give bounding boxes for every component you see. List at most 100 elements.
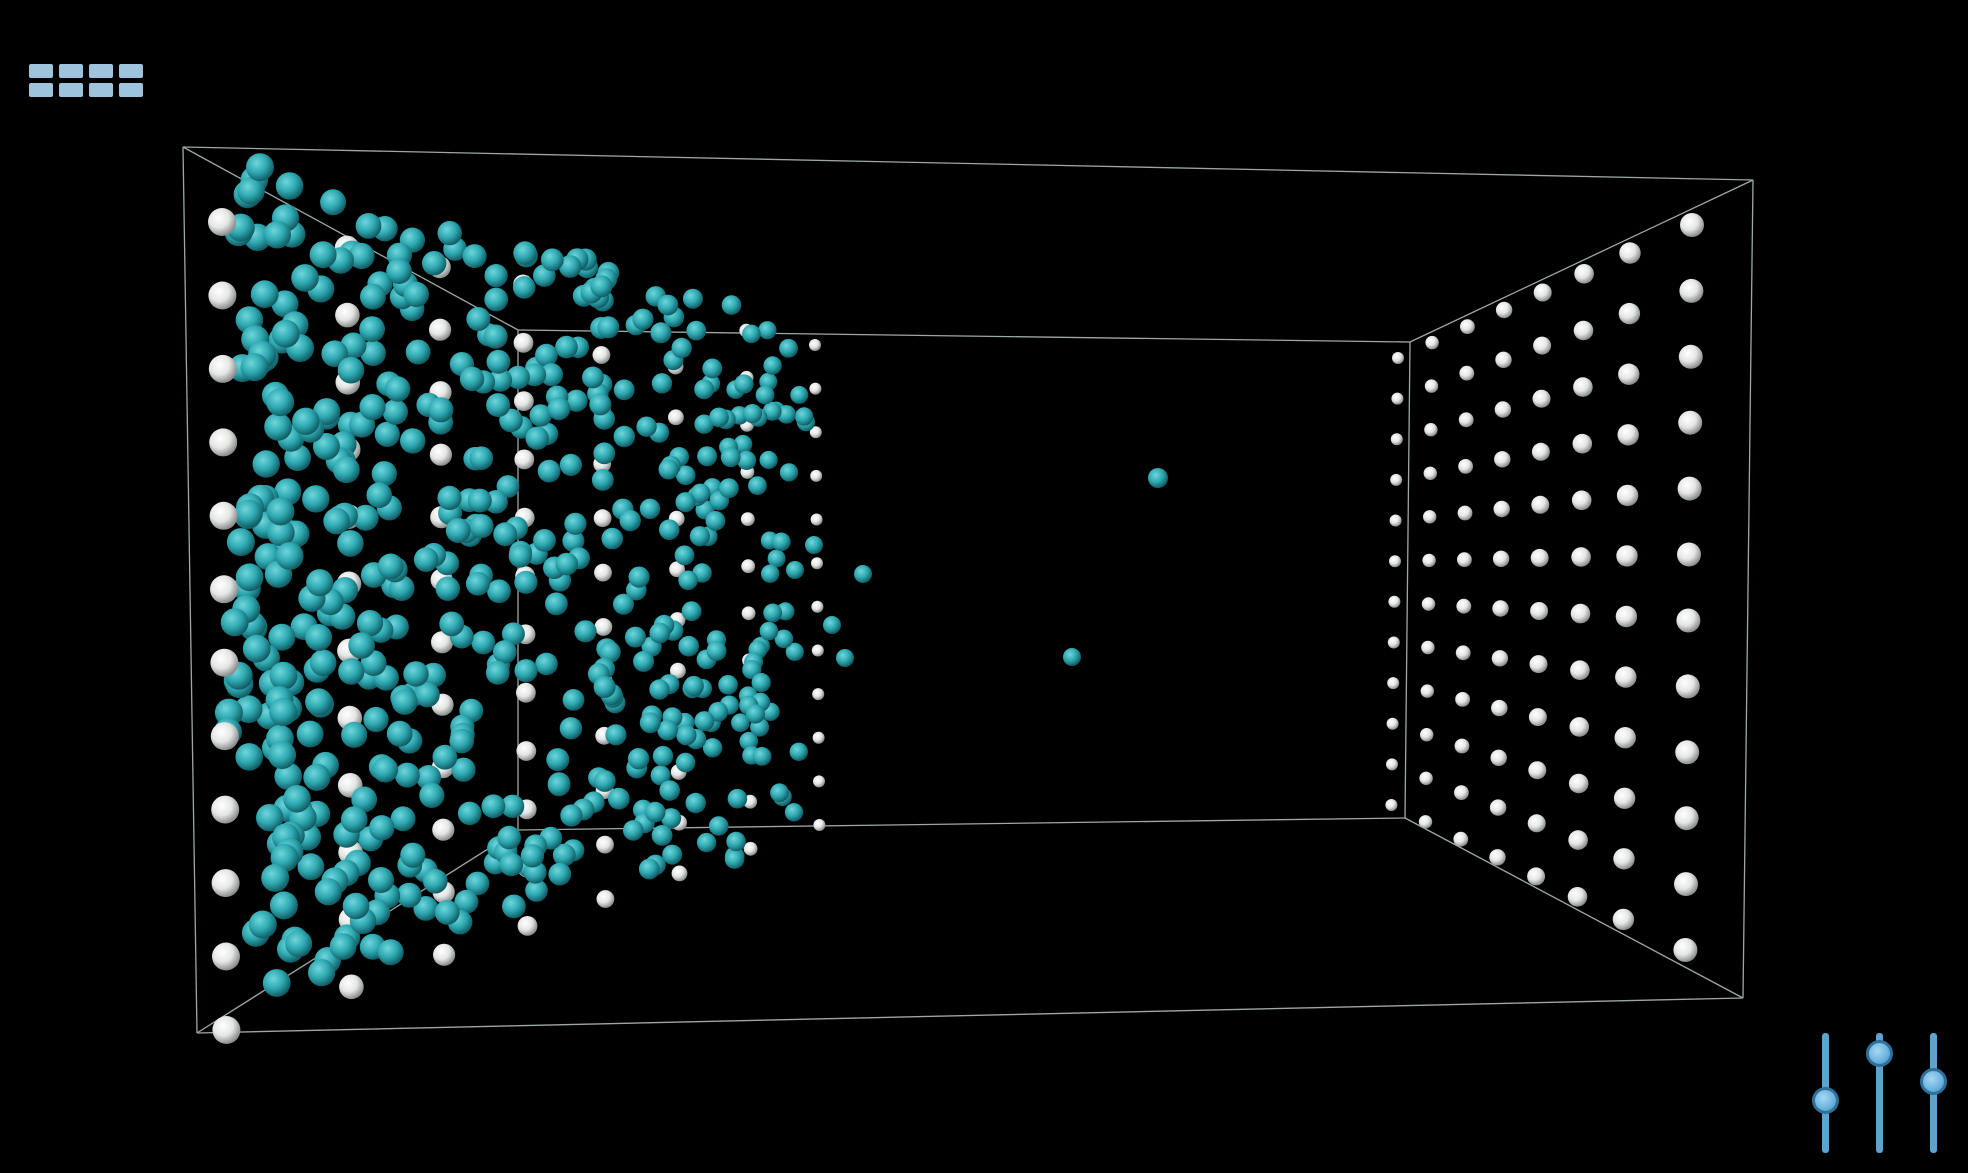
fluid-atom — [457, 801, 482, 826]
fluid-atom — [742, 324, 761, 344]
fluid-atom — [338, 658, 365, 685]
grid-menu-icon-cell — [119, 83, 143, 97]
wall-atom — [1457, 552, 1472, 567]
wall-atom — [1489, 799, 1507, 816]
slider-controls — [1800, 1025, 1968, 1173]
fluid-atom — [694, 711, 715, 732]
wall-atom — [741, 606, 756, 621]
wall-atom — [1616, 484, 1639, 507]
fluid-atom — [512, 276, 536, 299]
wall-atom — [1389, 514, 1402, 527]
fluid-atom — [497, 825, 521, 850]
fluid-atom — [413, 547, 439, 572]
slider-knob[interactable] — [1866, 1040, 1893, 1068]
wall-atom — [811, 600, 824, 613]
wall-atom — [1570, 603, 1591, 624]
fluid-atom — [485, 660, 510, 685]
fluid-atom — [252, 450, 280, 478]
fluid-atom — [308, 959, 336, 987]
wall-atom — [809, 382, 822, 395]
wall-atom — [1423, 510, 1437, 524]
wall-atom — [809, 339, 821, 351]
fluid-atom — [302, 485, 330, 513]
fluid-atom — [525, 426, 549, 450]
fluid-atom — [337, 356, 365, 384]
fluid-atom — [329, 933, 357, 960]
fluid-atom — [341, 806, 368, 833]
fluid-atom — [403, 281, 429, 308]
fluid-atom — [488, 368, 513, 392]
fluid-atom — [689, 526, 711, 547]
fluid-atom — [520, 844, 545, 868]
fluid-atom — [305, 688, 333, 716]
wall-atom — [1615, 605, 1638, 628]
slider-3[interactable] — [1914, 1029, 1954, 1153]
slider-1[interactable] — [1806, 1029, 1846, 1153]
fluid-atom — [403, 661, 429, 687]
fluid-atom — [779, 338, 798, 358]
fluid-atom — [739, 731, 759, 751]
wall-atom — [1495, 351, 1512, 368]
slider-2[interactable] — [1860, 1029, 1900, 1153]
fluid-atom — [720, 447, 741, 468]
wall-atom — [1528, 708, 1547, 727]
fluid-atom — [613, 379, 635, 401]
wall-atom — [1489, 849, 1506, 866]
wall-atom — [210, 648, 239, 677]
fluid-atom — [386, 720, 413, 747]
wall-atom — [1675, 674, 1700, 699]
wall-atom — [1569, 717, 1590, 737]
fluid-atom — [697, 446, 718, 467]
wall-atom — [1455, 645, 1471, 661]
slider-knob[interactable] — [1920, 1068, 1947, 1096]
fluid-atom — [423, 868, 448, 894]
wall-atom — [1527, 814, 1546, 833]
fluid-atom — [777, 405, 796, 424]
fluid-atom — [686, 320, 707, 341]
wall-atom — [339, 974, 364, 1000]
fluid-atom — [657, 719, 678, 741]
fluid-atom — [651, 373, 673, 394]
fluid-atom — [718, 675, 738, 695]
wall-atom — [210, 722, 239, 751]
fluid-atom — [296, 720, 324, 748]
fluid-atom — [369, 815, 395, 841]
fluid-atom — [628, 566, 650, 588]
fluid-atom — [726, 831, 746, 852]
fluid-atom — [514, 659, 538, 683]
fluid-atom — [313, 398, 341, 426]
wall-atom — [1574, 264, 1594, 284]
wall-atom — [1386, 717, 1399, 730]
fluid-atom — [671, 337, 692, 359]
slider-knob[interactable] — [1812, 1086, 1839, 1114]
fluid-atom — [690, 483, 711, 504]
wall-atom — [208, 354, 237, 383]
box-edge — [1742, 179, 1754, 999]
wall-atom — [1679, 278, 1704, 303]
fluid-atom — [242, 634, 271, 663]
fluid-atom — [681, 601, 702, 622]
wall-atom — [1424, 379, 1439, 393]
fluid-atom — [574, 620, 597, 643]
wall-atom — [1530, 602, 1549, 620]
fluid-atom — [262, 969, 291, 997]
fluid-atom — [763, 603, 783, 623]
fluid-atom — [275, 542, 304, 570]
wall-atom — [1678, 410, 1703, 435]
fluid-atom — [752, 747, 772, 766]
fluid-atom — [356, 610, 384, 637]
wall-atom — [812, 731, 825, 744]
fluid-atom — [529, 404, 552, 427]
fluid-atom — [267, 518, 295, 547]
fluid-atom — [266, 497, 295, 526]
grid-menu-button[interactable] — [29, 64, 143, 104]
fluid-atom — [256, 804, 284, 832]
wall-atom — [1614, 727, 1636, 749]
fluid-atom — [283, 785, 311, 813]
fluid-atom — [500, 794, 525, 818]
fluid-atom — [733, 434, 753, 454]
grid-menu-icon-cell — [89, 83, 113, 97]
fluid-atom — [419, 782, 445, 809]
wall-atom — [670, 662, 686, 679]
